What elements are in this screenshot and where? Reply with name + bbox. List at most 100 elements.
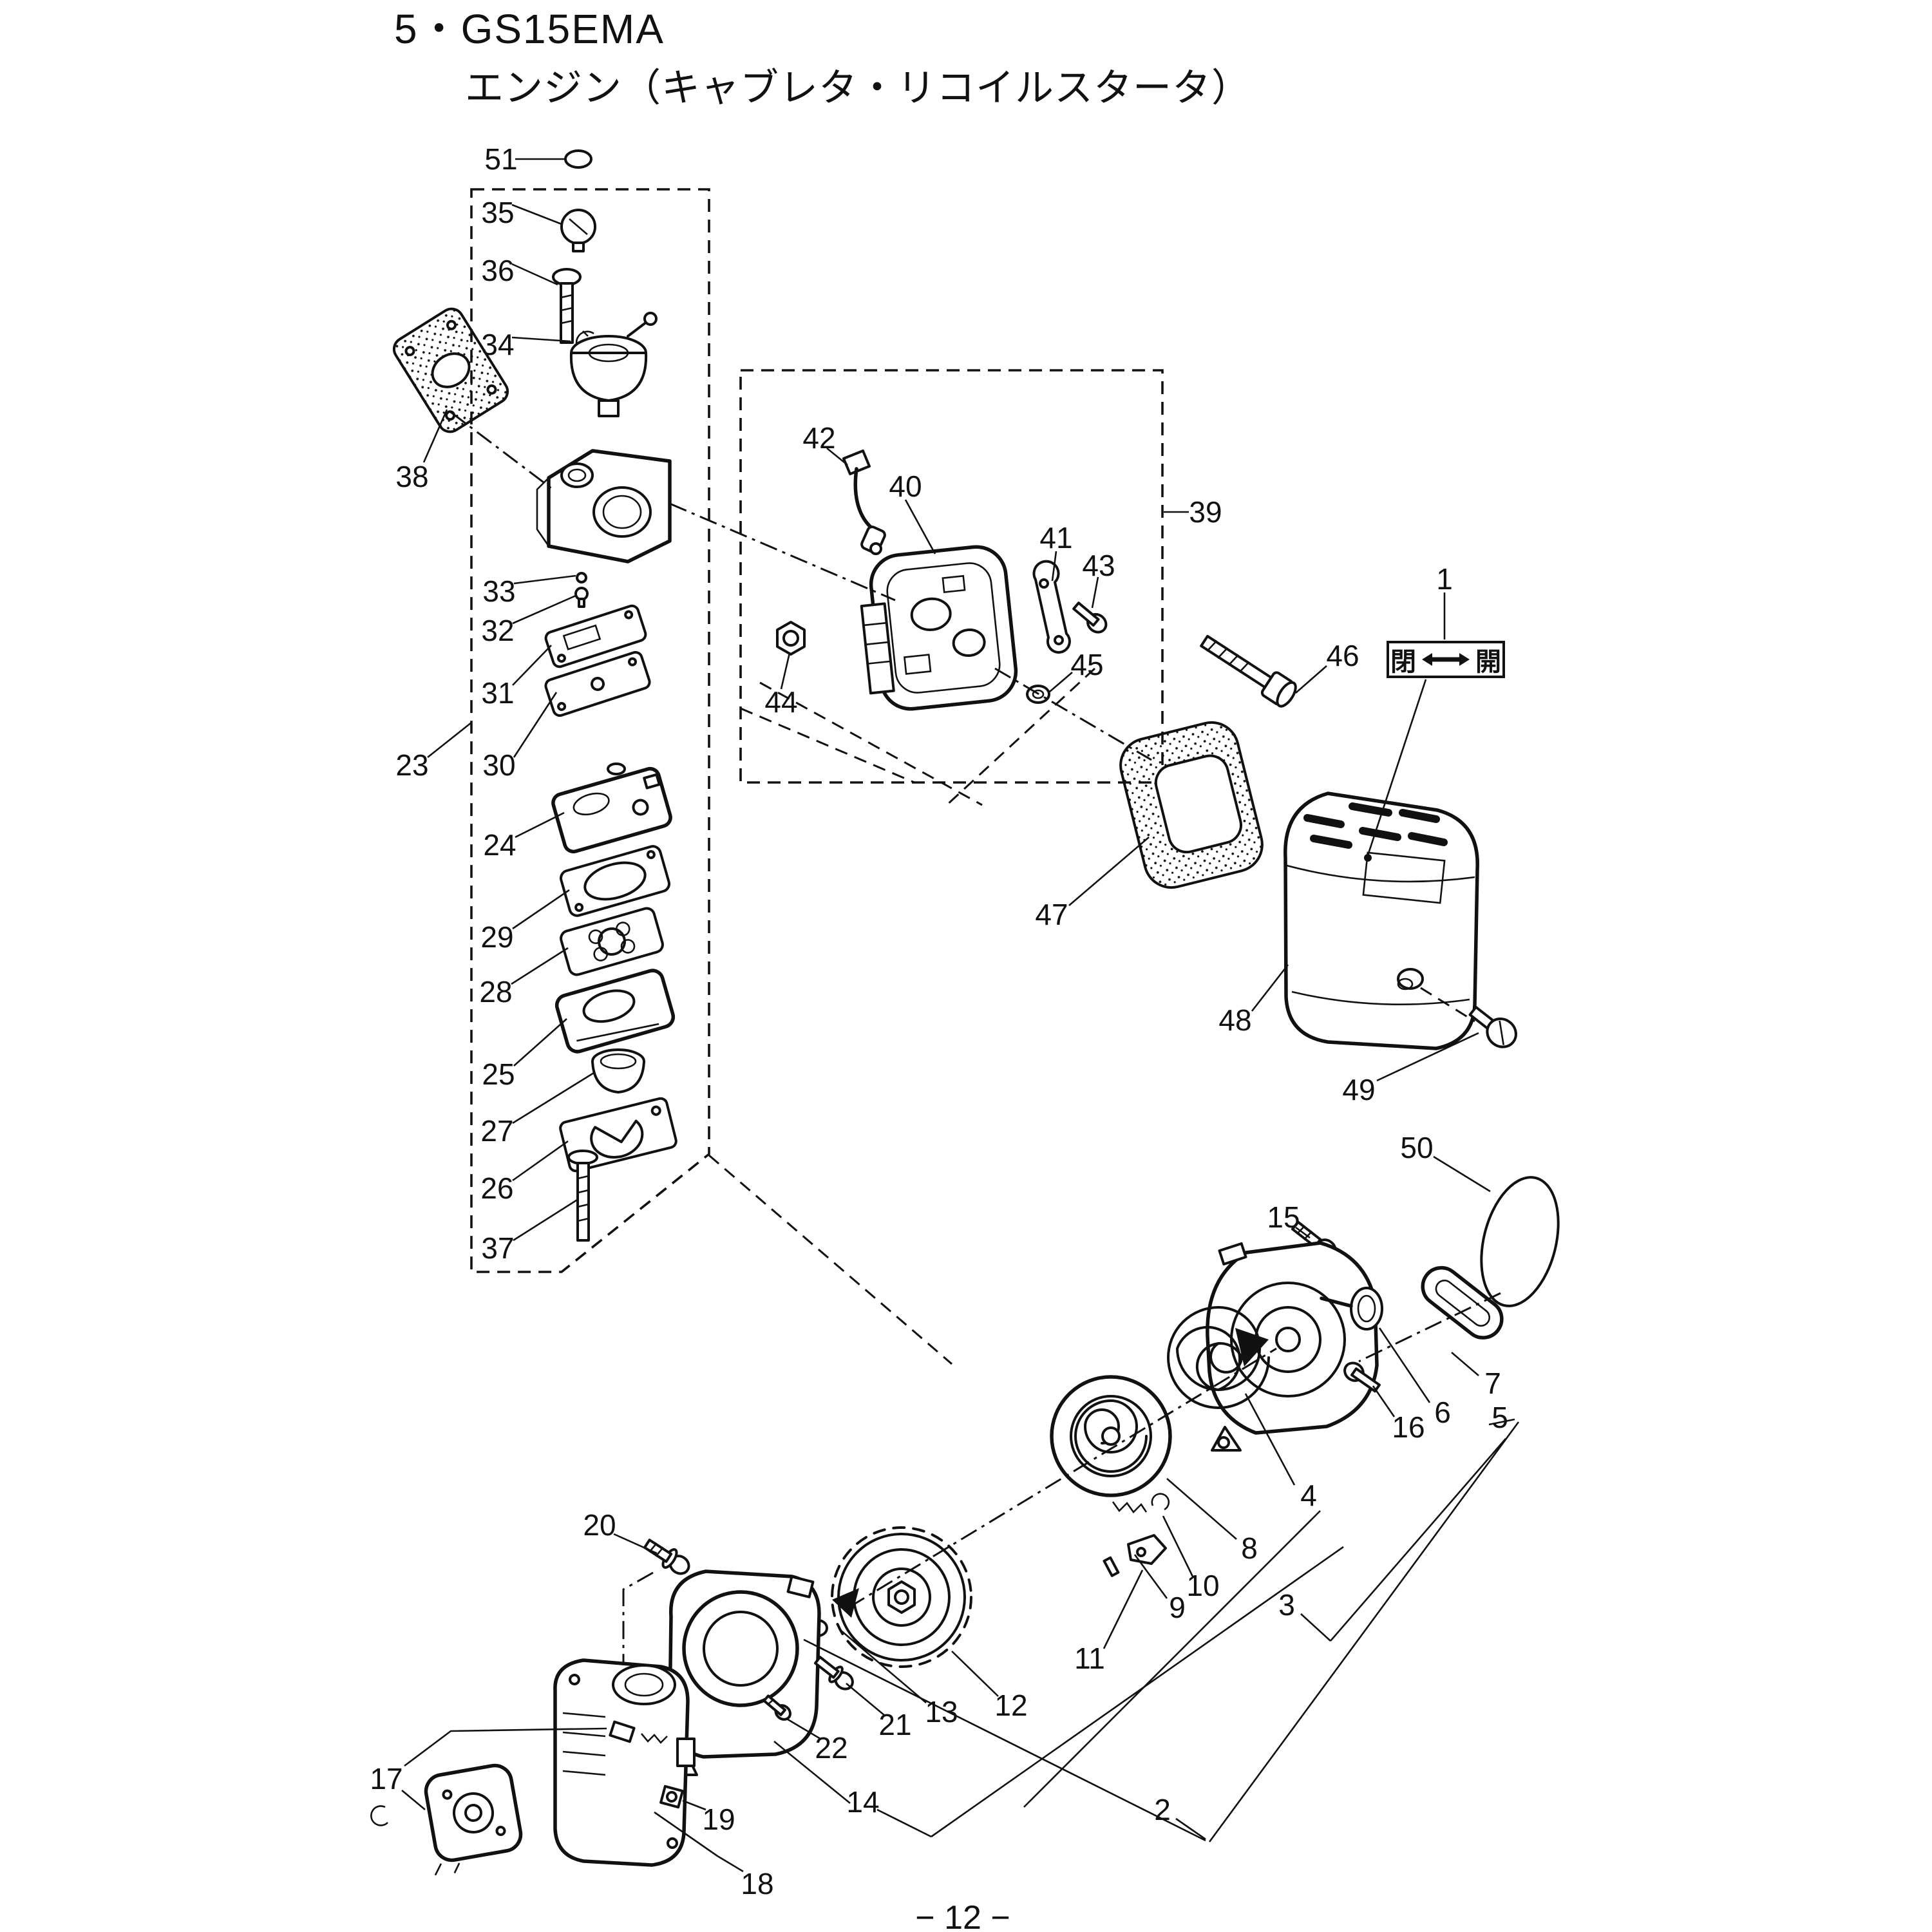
part-label-15: 15 — [1267, 1200, 1300, 1234]
pawl-parts — [1103, 1493, 1170, 1577]
diaphragm-28 — [560, 907, 664, 976]
rotation-arrow — [1235, 1328, 1269, 1367]
part-label-23: 23 — [395, 748, 428, 782]
screw-16 — [1343, 1361, 1381, 1393]
part-label-3: 3 — [1278, 1588, 1295, 1622]
part-label-10: 10 — [1186, 1569, 1219, 1602]
screw-43 — [1072, 601, 1108, 634]
legend-closed-label: 閉 — [1390, 648, 1416, 676]
part-label-49: 49 — [1342, 1073, 1375, 1106]
part-label-32: 32 — [481, 614, 514, 647]
connection-lines — [450, 411, 1501, 1665]
screw-37 — [567, 1150, 598, 1242]
air-cleaner-group — [739, 369, 1164, 784]
gasket-29 — [560, 845, 670, 917]
part-label-16: 16 — [1392, 1410, 1425, 1444]
part-label-12: 12 — [994, 1689, 1027, 1722]
part-label-24: 24 — [483, 828, 516, 862]
part-label-43: 43 — [1082, 549, 1115, 582]
part-label-11: 11 — [1074, 1642, 1105, 1675]
carburetor-body — [536, 449, 672, 564]
part-label-6: 6 — [1434, 1396, 1451, 1429]
carburetor-assembly-group — [392, 149, 710, 1273]
part-label-27: 27 — [480, 1114, 513, 1148]
cleaner-base-40 — [860, 545, 1018, 711]
flywheel-12 — [831, 1526, 972, 1668]
part-label-29: 29 — [480, 920, 513, 954]
cup-27 — [591, 1048, 645, 1094]
part-label-36: 36 — [481, 254, 514, 287]
rope-bushing-6 — [1350, 1287, 1383, 1331]
part-label-20: 20 — [583, 1508, 616, 1542]
part-label-47: 47 — [1035, 898, 1068, 931]
part-label-50: 50 — [1400, 1131, 1433, 1164]
part-label-5: 5 — [1492, 1401, 1508, 1434]
bolt-46 — [1200, 634, 1297, 708]
part-label-25: 25 — [482, 1057, 515, 1091]
part-label-35: 35 — [481, 196, 514, 229]
screw-20 — [643, 1539, 690, 1575]
part-label-17: 17 — [370, 1762, 402, 1795]
crankcase-18 — [553, 1658, 696, 1867]
screw-49 — [1468, 1005, 1517, 1048]
o-ring-51 — [564, 149, 592, 169]
part-label-45: 45 — [1070, 648, 1103, 681]
part-label-37: 37 — [481, 1231, 514, 1265]
part-label-21: 21 — [878, 1708, 911, 1741]
screw-22 — [762, 1694, 791, 1721]
leader-lines — [401, 158, 1520, 1873]
carburetor-dashed-box — [470, 188, 710, 1273]
ring-50 — [1480, 1176, 1560, 1307]
part-label-34: 34 — [481, 328, 514, 361]
choke-legend-box: 閉 開 — [1387, 641, 1505, 678]
flywheel-crankcase-group — [370, 1526, 972, 1876]
page-number: − 12 − — [915, 1899, 1010, 1932]
ball-33 — [576, 572, 587, 583]
body-25 — [554, 969, 676, 1054]
part-label-18: 18 — [741, 1867, 773, 1900]
part-label-48: 48 — [1218, 1003, 1251, 1037]
part-label-22: 22 — [815, 1731, 848, 1765]
page-subtitle: エンジン（キャブレタ・リコイルスタータ） — [465, 66, 1251, 109]
part-label-30: 30 — [482, 748, 515, 782]
part-label-39: 39 — [1189, 495, 1222, 529]
part-label-14: 14 — [846, 1785, 879, 1819]
pump-body-24 — [551, 766, 672, 854]
part-label-7: 7 — [1484, 1367, 1501, 1400]
part-label-33: 33 — [482, 574, 515, 608]
gasket-30 — [544, 650, 651, 717]
part-label-1: 1 — [1436, 562, 1453, 596]
part-label-44: 44 — [764, 685, 797, 719]
primer-pump-body — [569, 312, 658, 417]
page-title: 5・GS15EMA — [394, 6, 665, 52]
legend-open-label: 開 — [1475, 648, 1501, 676]
part-label-28: 28 — [479, 975, 512, 1009]
nut-44 — [776, 621, 806, 656]
gasket-38 — [392, 307, 509, 433]
foam-filter-47 — [1119, 721, 1264, 889]
part-label-51: 51 — [484, 142, 517, 176]
lever-41 — [1032, 560, 1071, 654]
part-label-26: 26 — [480, 1171, 513, 1205]
part-label-4: 4 — [1300, 1479, 1317, 1512]
part-label-19: 19 — [702, 1803, 735, 1836]
plate-31 — [544, 604, 647, 668]
part-label-38: 38 — [395, 460, 428, 493]
muffler-17 — [424, 1763, 523, 1876]
part-number-labels: 1234567891011121314151617181920212223242… — [370, 142, 1508, 1900]
nut-19 — [659, 1785, 684, 1809]
part-label-8: 8 — [1241, 1531, 1258, 1565]
part-label-2: 2 — [1154, 1793, 1171, 1826]
choke-lever-42 — [842, 450, 886, 555]
double-arrow-icon — [1422, 653, 1470, 666]
mount-bracket — [609, 1720, 636, 1743]
part-label-13: 13 — [925, 1695, 958, 1728]
starter-handle-7 — [1421, 1265, 1504, 1340]
part-label-41: 41 — [1039, 521, 1072, 554]
clip-17 — [370, 1805, 388, 1826]
recoil-starter-group — [1050, 1176, 1560, 1577]
part-label-40: 40 — [889, 469, 922, 503]
part-label-31: 31 — [481, 676, 514, 710]
